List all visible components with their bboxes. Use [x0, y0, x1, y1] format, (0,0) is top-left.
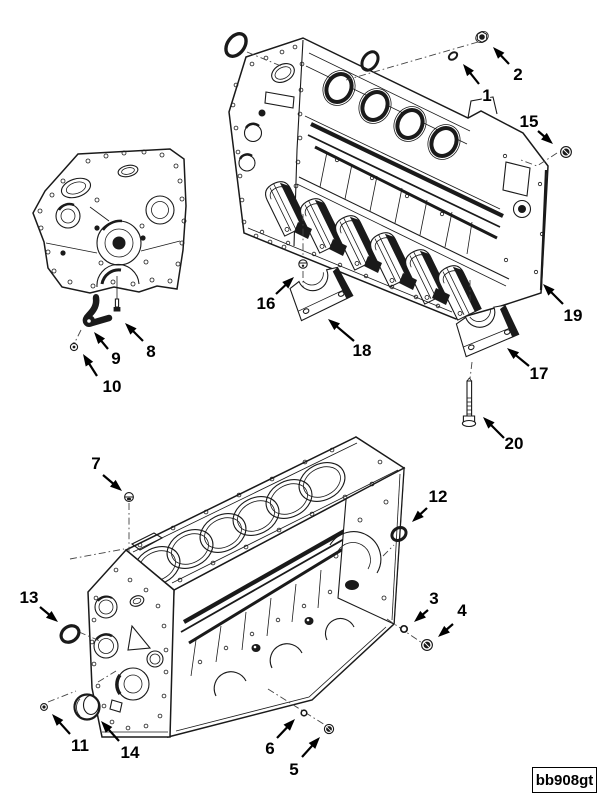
callout-arrowhead	[438, 625, 450, 637]
part-15-hex-plug	[560, 146, 572, 158]
callout-14: 14	[101, 721, 141, 764]
callout-number-18: 18	[353, 341, 372, 360]
part-2-hex-plug	[475, 30, 489, 44]
callout-number-9: 9	[111, 349, 120, 368]
callout-number-3: 3	[429, 589, 438, 608]
callout-1: 1	[463, 64, 493, 107]
part-12-o-ring	[390, 525, 408, 543]
part-20-bolt	[461, 377, 477, 428]
callout-2: 2	[493, 47, 524, 86]
block-underside-view	[228, 37, 549, 321]
callout-3: 3	[414, 588, 440, 622]
callout-arrowhead	[463, 64, 474, 77]
callout-number-19: 19	[564, 306, 583, 325]
callout-6: 6	[264, 719, 295, 760]
plate-bolt-holes	[230, 44, 305, 250]
callout-8: 8	[125, 323, 157, 363]
callout-arrowhead	[328, 319, 341, 331]
callout-number-20: 20	[505, 434, 524, 453]
block-front-view	[32, 148, 187, 294]
liner-seat-rings	[322, 70, 461, 160]
part-8-bolt	[113, 298, 121, 312]
part-13-o-ring	[59, 624, 81, 644]
front-view-bolt-holes	[37, 149, 187, 289]
callout-13: 13	[18, 587, 58, 622]
callout-arrowhead	[541, 132, 553, 144]
callout-number-7: 7	[91, 454, 100, 473]
callout-17: 17	[507, 348, 550, 385]
callout-18: 18	[328, 319, 373, 362]
callout-16: 16	[255, 277, 294, 315]
callout-arrowhead	[125, 323, 137, 335]
drawing-code: bb908gt	[535, 771, 594, 789]
callout-arrowhead	[543, 284, 555, 296]
part-6-sealing-washer	[300, 709, 308, 717]
part-16-pipe-plug	[298, 259, 308, 269]
end-face-holes	[333, 477, 389, 601]
pan-rail-holes	[259, 229, 441, 309]
callout-9: 9	[94, 332, 122, 370]
part-3-sealing-washer	[399, 624, 409, 634]
callout-11: 11	[52, 714, 90, 757]
main-bearing-pedestals	[261, 177, 482, 321]
callout-19: 19	[543, 284, 584, 327]
callout-4: 4	[438, 600, 469, 637]
installed-seal-rings	[224, 32, 380, 72]
callout-arrowhead	[493, 47, 505, 59]
callout-arrowhead	[94, 332, 106, 345]
callout-number-15: 15	[520, 112, 539, 131]
callout-number-1: 1	[482, 86, 491, 105]
callout-arrowhead	[412, 510, 424, 522]
part-7-pipe-plug	[124, 492, 134, 502]
callout-arrowhead	[109, 479, 122, 491]
callout-number-13: 13	[20, 588, 39, 607]
part-5-hex-plug	[323, 723, 335, 735]
callout-number-10: 10	[103, 377, 122, 396]
part-1-seal-ring	[447, 51, 459, 61]
callout-arrowhead	[83, 354, 94, 367]
callout-number-11: 11	[71, 736, 89, 755]
part-10-ball-plug	[69, 342, 79, 352]
callout-arrowhead	[414, 610, 426, 622]
gear-face-holes	[89, 567, 169, 731]
callout-arrowhead	[483, 417, 495, 429]
rear-face-holes	[334, 153, 545, 275]
callout-arrow	[333, 323, 355, 342]
callout-12: 12	[412, 486, 449, 522]
callout-15: 15	[518, 111, 553, 144]
part-14-cup-plug	[73, 693, 101, 721]
part-9-drain-tube	[82, 294, 113, 327]
callout-arrowhead	[45, 610, 58, 622]
part-11-pipe-plug	[40, 703, 48, 711]
callout-arrowhead	[283, 719, 295, 731]
callout-number-16: 16	[257, 294, 276, 313]
part-4-hex-plug	[421, 639, 433, 651]
callout-7: 7	[90, 453, 122, 491]
callout-10: 10	[83, 354, 123, 398]
callout-number-6: 6	[265, 739, 274, 758]
callout-number-8: 8	[146, 342, 155, 361]
callout-arrowhead	[282, 277, 294, 289]
callout-arrowhead	[507, 348, 520, 360]
callout-5: 5	[288, 737, 320, 781]
deck-bolt-holes	[137, 447, 383, 583]
callout-arrowhead	[308, 737, 320, 749]
callout-number-2: 2	[513, 65, 522, 84]
callout-number-14: 14	[121, 743, 140, 762]
block-top-view	[87, 436, 406, 738]
callout-number-17: 17	[530, 364, 549, 383]
callout-number-4: 4	[457, 601, 467, 620]
callout-number-5: 5	[289, 760, 298, 779]
callout-arrowhead	[101, 721, 113, 733]
drawing-code-badge: bb908gt	[532, 767, 597, 793]
callout-arrowhead	[52, 714, 64, 726]
callout-number-12: 12	[429, 487, 448, 506]
callout-20: 20	[483, 417, 525, 455]
